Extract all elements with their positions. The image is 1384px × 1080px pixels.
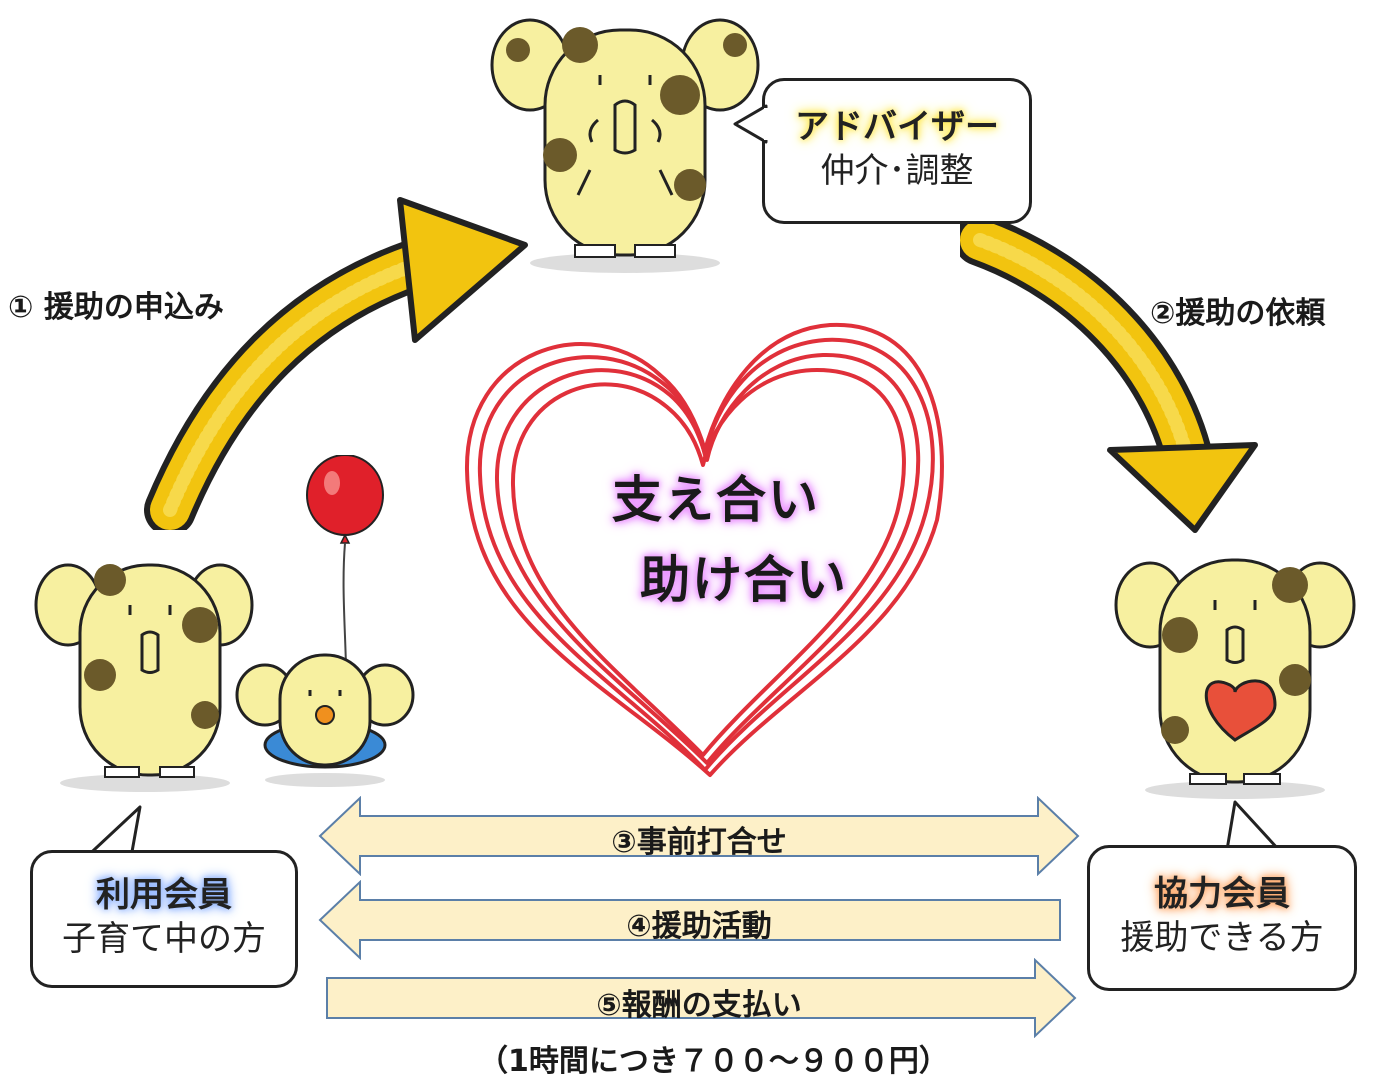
user-member-role: 利用会員 bbox=[96, 875, 232, 915]
meeting-arrow bbox=[318, 796, 1080, 876]
elephant-advisor-icon bbox=[490, 18, 760, 273]
advisor-bubble: アドバイザー 仲介･調整 bbox=[762, 78, 1032, 224]
heart-line1: 支え合い bbox=[612, 471, 820, 529]
advisor-desc: 仲介･調整 bbox=[820, 151, 974, 191]
elephant-child-icon bbox=[235, 653, 415, 787]
request-arrow bbox=[960, 220, 1258, 533]
user-member-bubble: 利用会員 子育て中の方 bbox=[30, 850, 298, 988]
payment-arrow bbox=[326, 958, 1077, 1038]
support-member-bubble: 協力会員 援助できる方 bbox=[1087, 845, 1357, 991]
step-apply-label: ① 援助の申込み bbox=[8, 290, 224, 325]
heart-line2: 助け合い bbox=[640, 551, 848, 609]
activity-arrow bbox=[318, 880, 1061, 960]
elephant-parent-icon bbox=[34, 563, 254, 792]
meeting-label: ③事前打合せ bbox=[611, 825, 787, 860]
advisor-role: アドバイザー bbox=[795, 107, 999, 147]
elephant-supporter-icon bbox=[1114, 558, 1356, 799]
user-member-desc: 子育て中の方 bbox=[62, 919, 266, 959]
support-member-role: 協力会員 bbox=[1154, 874, 1290, 914]
support-member-desc: 援助できる方 bbox=[1120, 918, 1324, 958]
fee-note: （1時間につき７００～９００円） bbox=[478, 1044, 949, 1079]
activity-label: ④援助活動 bbox=[626, 909, 772, 944]
payment-label: ⑤報酬の支払い bbox=[596, 988, 802, 1023]
advisor-bubble-tail bbox=[733, 104, 768, 144]
apply-arrow bbox=[144, 197, 528, 530]
heart-icon bbox=[464, 322, 944, 777]
step-request-label: ②援助の依頼 bbox=[1150, 296, 1326, 331]
